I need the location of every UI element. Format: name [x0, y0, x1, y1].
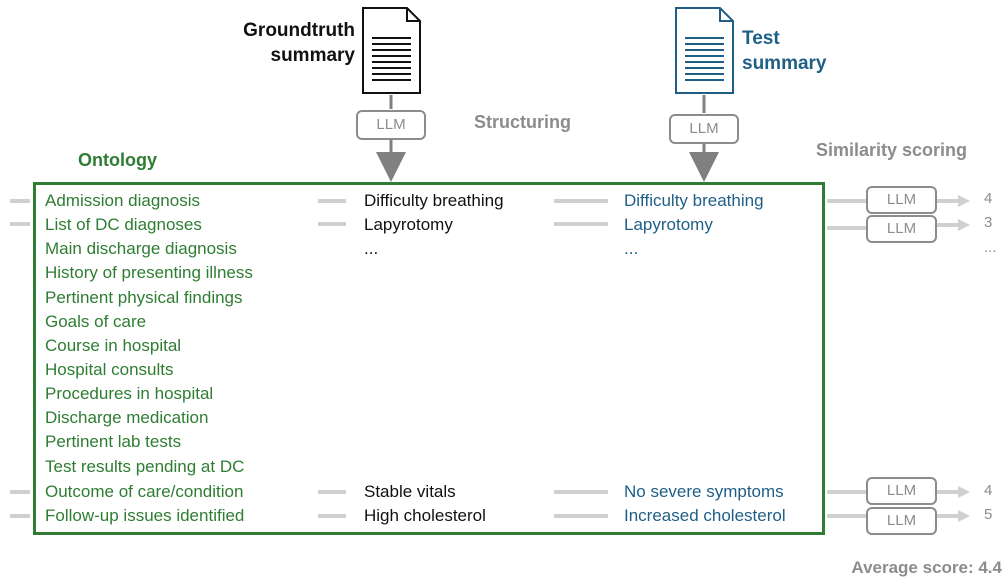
groundtruth-value: High cholesterol [364, 506, 486, 525]
test-ellipsis: ... [624, 239, 639, 258]
left-stubs [10, 199, 30, 518]
scoring-connectors [827, 199, 960, 518]
groundtruth-label-line2: summary [270, 45, 356, 66]
groundtruth-ellipsis: ... [364, 239, 379, 258]
groundtruth-value: Difficulty breathing [364, 191, 504, 210]
test-value: Difficulty breathing [624, 191, 764, 210]
similarity-scoring-label: Similarity scoring [816, 140, 968, 160]
groundtruth-value: Stable vitals [364, 482, 456, 501]
test-value: No severe symptoms [624, 482, 784, 501]
llm-scoring-3: LLM [866, 477, 937, 505]
test-value: Lapyrotomy [624, 215, 713, 234]
average-score: Average score: 4.4 [851, 558, 1002, 577]
score-ellipsis: ... [984, 239, 997, 256]
ontology-item: Test results pending at DC [45, 457, 245, 476]
ontology-item: Outcome of care/condition [45, 482, 244, 501]
ontology-item: Hospital consults [45, 360, 174, 379]
test-label-line1: Test [742, 28, 780, 49]
groundtruth-document-icon [362, 7, 421, 94]
test-summary-label: Test summary [742, 26, 827, 76]
ontology-label: Ontology [78, 150, 157, 170]
ontology-item: Main discharge diagnosis [45, 239, 237, 258]
ontology-item: Discharge medication [45, 408, 209, 427]
similarity-score: 5 [984, 506, 993, 523]
groundtruth-label-line1: Groundtruth [243, 20, 355, 41]
llm-structuring-test: LLM [669, 114, 739, 144]
ontology-box [33, 182, 825, 535]
ontology-item: Goals of care [45, 312, 147, 331]
test-label-line2: summary [742, 53, 827, 74]
groundtruth-summary-label: Groundtruth summary [243, 18, 355, 68]
scoring-arrowheads [958, 195, 970, 522]
middle-connectors [318, 199, 608, 518]
llm-scoring-2: LLM [866, 215, 937, 243]
similarity-score: 3 [984, 214, 993, 231]
llm-structuring-groundtruth: LLM [356, 110, 426, 140]
ontology-item: Procedures in hospital [45, 384, 214, 403]
structuring-arrows [376, 95, 719, 182]
ontology-item: History of presenting illness [45, 263, 253, 282]
test-document-icon [675, 7, 734, 94]
test-value: Increased cholesterol [624, 506, 786, 525]
groundtruth-value: Lapyrotomy [364, 215, 453, 234]
similarity-score: 4 [984, 482, 993, 499]
ontology-item: Pertinent lab tests [45, 432, 182, 451]
llm-scoring-1: LLM [866, 186, 937, 214]
llm-scoring-4: LLM [866, 507, 937, 535]
structuring-label: Structuring [474, 112, 571, 132]
ontology-item: Course in hospital [45, 336, 182, 355]
ontology-item: Pertinent physical findings [45, 288, 243, 307]
ontology-item: Admission diagnosis [45, 191, 200, 210]
similarity-score: 4 [984, 190, 993, 207]
ontology-item: Follow-up issues identified [45, 506, 245, 525]
ontology-item: List of DC diagnoses [45, 215, 202, 234]
